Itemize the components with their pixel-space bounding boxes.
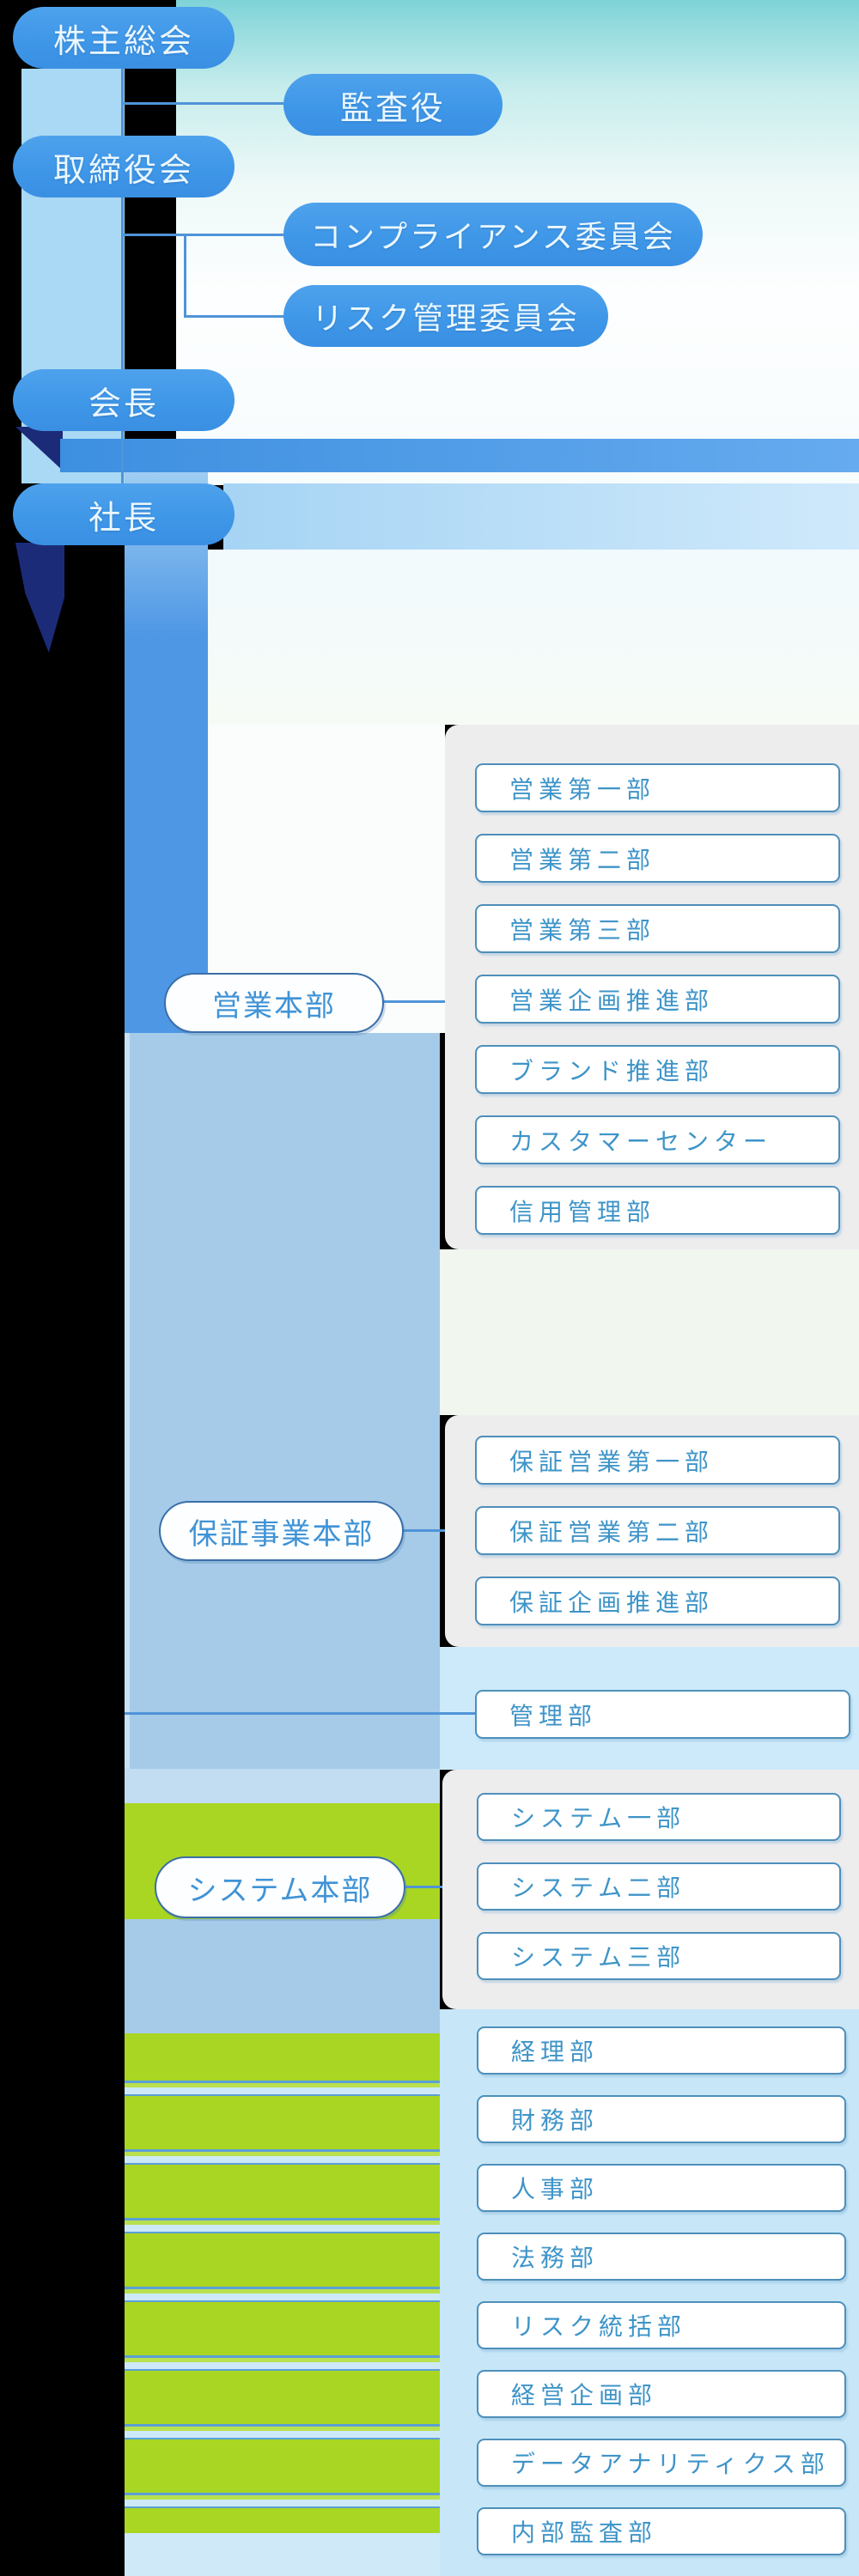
department-box: 法務部	[477, 2233, 846, 2281]
department-box: システム三部	[477, 1932, 841, 1980]
department-box: 営業第一部	[475, 763, 840, 812]
department-box: システム二部	[477, 1862, 841, 1911]
node-compliance-committee: コンプライアンス委員会	[283, 203, 703, 266]
department-box: 保証企画推進部	[475, 1577, 840, 1625]
department-box: 経理部	[477, 2026, 846, 2075]
trunk-band	[125, 472, 208, 1033]
department-box: 内部監査部	[477, 2507, 846, 2555]
department-box: 財務部	[477, 2095, 846, 2143]
node-auditors: 監査役	[283, 74, 503, 136]
sales-hq-connector	[384, 1000, 475, 1003]
node-risk-committee: リスク管理委員会	[283, 285, 608, 347]
department-box: データアナリティクス部	[477, 2439, 846, 2487]
auditors-connector	[121, 102, 283, 105]
department-box: ブランド推進部	[475, 1045, 840, 1094]
department-box: 営業第三部	[475, 904, 840, 953]
department-box: 保証営業第二部	[475, 1506, 840, 1555]
division-sales-hq: 営業本部	[164, 973, 384, 1033]
department-box: 営業第二部	[475, 834, 840, 883]
department-box: 営業企画推進部	[475, 975, 840, 1024]
department-box: 信用管理部	[475, 1186, 840, 1235]
department-box: 人事部	[477, 2164, 846, 2212]
node-president: 社長	[13, 483, 235, 545]
trunk-line	[121, 69, 124, 483]
left-light-blue-panel	[125, 1033, 440, 1769]
node-chairman: 会長	[13, 369, 235, 431]
bottom-right-background	[440, 2009, 859, 2576]
risk-connector	[184, 315, 283, 318]
chairman-row-band	[60, 439, 859, 472]
division-guarantee-hq: 保証事業本部	[159, 1501, 404, 1561]
committee-connector-top	[121, 234, 283, 236]
department-box: システム一部	[477, 1793, 841, 1841]
committee-bracket	[184, 234, 186, 318]
right-white-background	[208, 550, 859, 725]
division-systems-hq: システム本部	[155, 1856, 405, 1918]
department-box: 管理部	[475, 1690, 850, 1739]
guarantee-hq-connector	[402, 1529, 475, 1532]
department-box: 経営企画部	[477, 2370, 846, 2418]
left-blue-block	[125, 1919, 440, 2033]
department-box: 保証営業第一部	[475, 1436, 840, 1485]
left-bottom-strip	[125, 2533, 440, 2576]
department-box: リスク統括部	[477, 2301, 846, 2349]
section-gap-background	[440, 1249, 859, 1415]
left-pale-band	[125, 1769, 440, 1803]
systems-hq-connector	[404, 1886, 477, 1888]
admin-connector	[125, 1712, 475, 1715]
department-box: カスタマーセンター	[475, 1115, 840, 1164]
node-board: 取締役会	[13, 136, 235, 197]
decoration-wedge-lower	[15, 543, 64, 653]
president-row-band	[223, 483, 859, 550]
node-shareholders: 株主総会	[13, 7, 235, 69]
left-striped-block	[125, 2033, 440, 2533]
